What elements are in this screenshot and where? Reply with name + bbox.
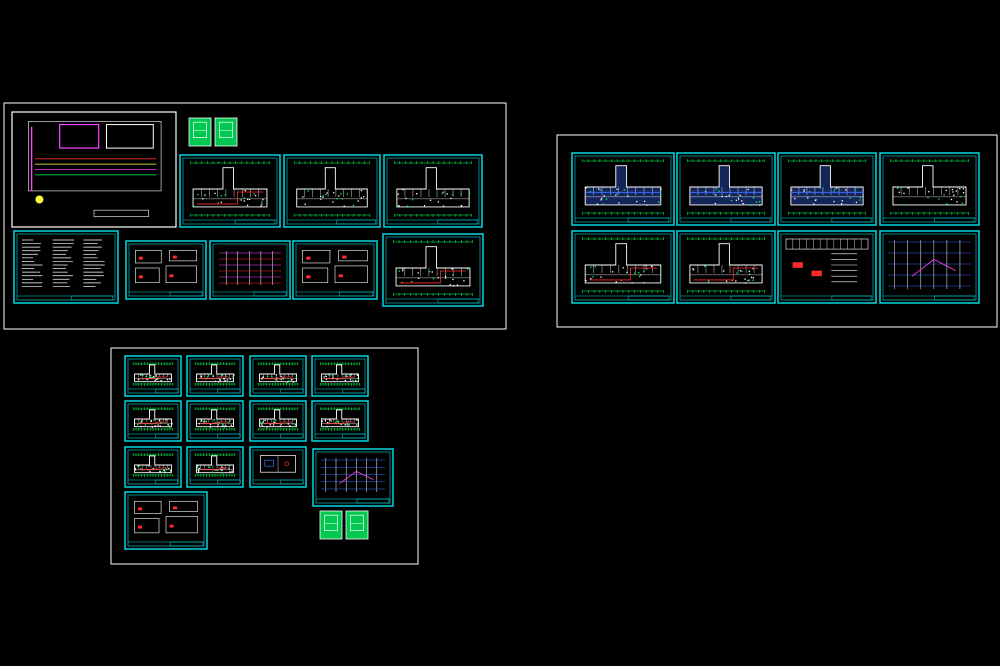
sheet-f3-9[interactable] xyxy=(124,446,182,488)
sheet-f2-riser[interactable] xyxy=(879,230,980,304)
sheet-f3-riser[interactable] xyxy=(312,448,394,507)
layout-frame-1[interactable] xyxy=(3,102,507,330)
sheet-floor-plan-4[interactable] xyxy=(382,233,484,307)
sheet-f3-4[interactable] xyxy=(311,355,369,397)
sheet-f3-6[interactable] xyxy=(186,400,244,442)
thumbnail-swatch-3[interactable] xyxy=(319,510,343,540)
sheet-f2-plan-4[interactable] xyxy=(879,152,980,226)
sheet-f2-plan-6[interactable] xyxy=(676,230,776,304)
sheet-f2-plan-2[interactable] xyxy=(676,152,776,226)
sheet-system-diagram-2[interactable] xyxy=(209,240,291,300)
sheet-f3-5[interactable] xyxy=(124,400,182,442)
sheet-f2-plan-5[interactable] xyxy=(571,230,675,304)
frame1-sheets xyxy=(11,111,484,307)
frame3-sheets xyxy=(124,355,394,550)
frame2-sheets xyxy=(571,152,980,304)
layout-frame-3[interactable] xyxy=(110,347,419,565)
layout-frame-1-border xyxy=(3,102,507,330)
sheet-f3-10[interactable] xyxy=(186,446,244,488)
layout-frame-3-border xyxy=(110,347,419,565)
sheet-floor-plan-1[interactable] xyxy=(179,154,281,228)
sheet-floor-plan-2[interactable] xyxy=(283,154,381,228)
sheet-f2-table[interactable] xyxy=(777,230,877,304)
sheet-legend[interactable] xyxy=(13,230,119,304)
layout-frame-2[interactable] xyxy=(556,134,998,328)
sheet-f3-8[interactable] xyxy=(311,400,369,442)
thumbnail-swatch-2[interactable] xyxy=(214,117,238,147)
sheet-f2-plan-3[interactable] xyxy=(777,152,877,226)
sheet-f2-plan-1[interactable] xyxy=(571,152,675,226)
thumbnail-swatch-1[interactable] xyxy=(188,117,212,147)
sheet-f3-2[interactable] xyxy=(186,355,244,397)
sheet-f3-details[interactable] xyxy=(124,491,208,550)
sheet-system-diagram-1[interactable] xyxy=(125,240,207,300)
sheet-site-plan[interactable] xyxy=(11,111,177,228)
sheet-f3-7[interactable] xyxy=(249,400,307,442)
layout-frame-2-border xyxy=(556,134,998,328)
sheet-f3-3[interactable] xyxy=(249,355,307,397)
sheet-f3-11[interactable] xyxy=(249,446,307,488)
thumbnail-swatch-4[interactable] xyxy=(345,510,369,540)
sheet-details[interactable] xyxy=(292,240,378,300)
sheet-f3-1[interactable] xyxy=(124,355,182,397)
sheet-floor-plan-3[interactable] xyxy=(383,154,483,228)
